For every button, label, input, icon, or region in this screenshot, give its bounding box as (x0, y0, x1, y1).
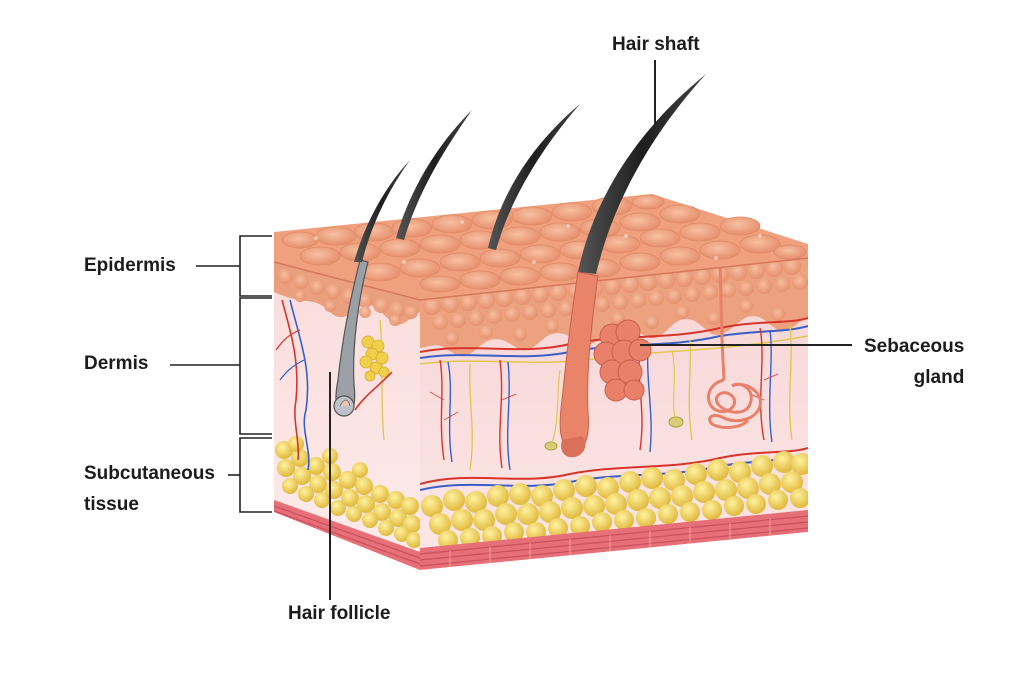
sebaceous-label-line1: Sebaceous (864, 336, 965, 357)
hair-follicle-label: Hair follicle (288, 598, 390, 629)
layer-brackets (170, 235, 272, 513)
sebaceous-gland-label: Sebaceous gland (864, 331, 964, 393)
hair-follicle-structure (333, 259, 369, 417)
hair-shaft-label-text: Hair shaft (612, 34, 700, 55)
subcutaneous-label-line2: tissue (84, 494, 139, 515)
epidermis-label-text: Epidermis (84, 255, 176, 276)
hair-shaft-label: Hair shaft (612, 29, 700, 60)
hair-root (559, 271, 599, 458)
dermis-label: Dermis (84, 348, 148, 379)
front-face (420, 258, 808, 570)
subcutaneous-tissue-label: Subcutaneous tissue (84, 458, 215, 520)
hair-shafts (354, 74, 706, 274)
sweat-gland (707, 261, 762, 429)
dermis-label-text: Dermis (84, 353, 149, 374)
sebaceous-label-line2: gland (913, 367, 965, 388)
hair-follicle-label-text: Hair follicle (288, 603, 391, 624)
sebaceous-gland (593, 319, 652, 402)
top-surface (273, 194, 809, 301)
epidermis-label: Epidermis (84, 250, 176, 281)
subcutaneous-label-line1: Subcutaneous (84, 463, 215, 484)
